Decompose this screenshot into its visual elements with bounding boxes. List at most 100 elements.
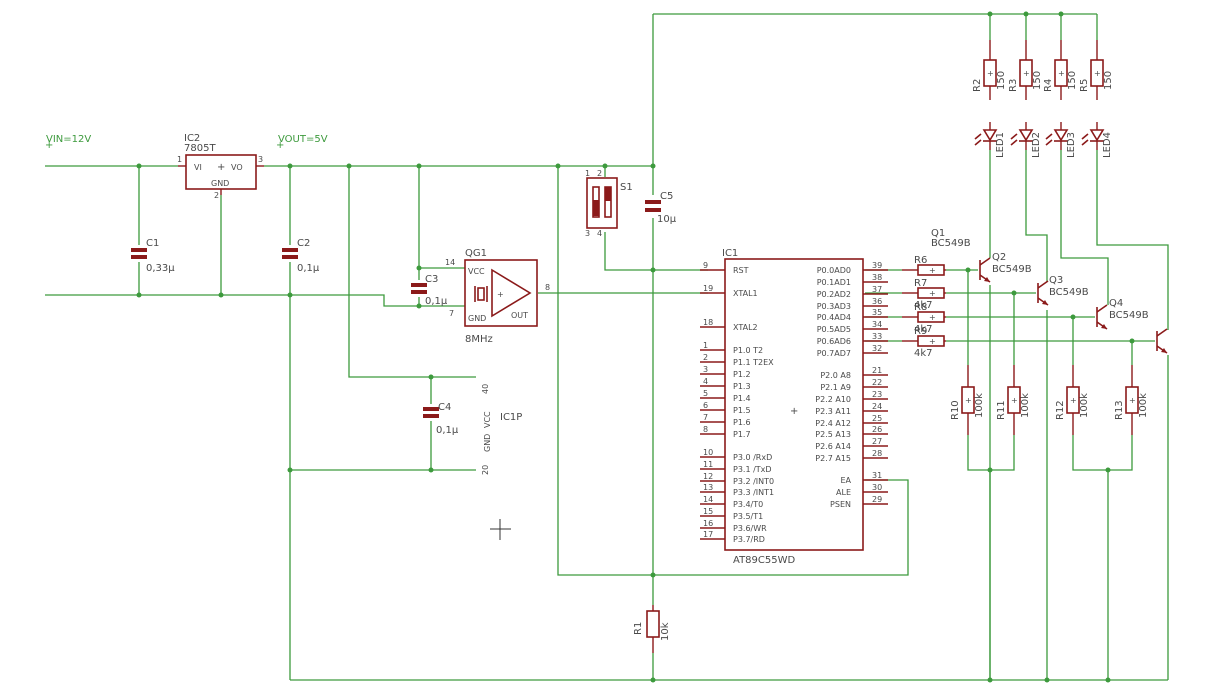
- ic1-pin-num: 24: [872, 402, 882, 411]
- ic1-pin-num: 37: [872, 285, 882, 294]
- resistor-name: R12: [1055, 400, 1066, 420]
- ic1-pin-label: ALE: [836, 488, 851, 497]
- resistor-value: 100k: [974, 393, 985, 418]
- svg-text:OUT: OUT: [511, 311, 528, 320]
- ic1-pin-label: P1.2: [733, 370, 751, 379]
- ic2-pin3: 3: [258, 155, 263, 164]
- ic1-pin-num: 19: [703, 284, 713, 293]
- resistor-name: R7: [914, 278, 927, 289]
- ic1-pin-num: 12: [703, 472, 713, 481]
- svg-text:8: 8: [545, 283, 550, 292]
- ic1-power-pins: 40 20 VCC GND IC1P: [481, 384, 522, 475]
- ic1-pin-label: P0.5AD5: [817, 325, 851, 334]
- ic1-pin-label: P2.2 A10: [815, 395, 851, 404]
- ic1-pin-num: 10: [703, 448, 713, 457]
- ic1-pin-label: RST: [733, 266, 749, 275]
- ic1-pin-label: P2.3 A11: [815, 407, 851, 416]
- ic1-pin-label: XTAL1: [733, 289, 758, 298]
- ic1-pin-num: 4: [703, 377, 708, 386]
- ic1-pin-label: P2.0 A8: [820, 371, 851, 380]
- ic1-pin-num: 33: [872, 332, 882, 341]
- ic1-pin-num: 36: [872, 297, 882, 306]
- junctions: [136, 11, 1135, 683]
- svg-text:C1: C1: [146, 238, 159, 249]
- svg-text:VCC: VCC: [483, 411, 492, 428]
- resistor-name: R8: [914, 302, 927, 313]
- oscillator-qg1: VCC GND OUT 14 7 8 QG1 8MHz +: [445, 248, 550, 345]
- svg-text:8MHz: 8MHz: [465, 334, 493, 345]
- ic1-pin-num: 25: [872, 414, 882, 423]
- ic1-pin-num: 1: [703, 341, 708, 350]
- svg-text:+: +: [1094, 69, 1101, 78]
- svg-text:+: +: [929, 313, 936, 322]
- ic2-vo: VO: [231, 163, 243, 172]
- ic2-pin2: 2: [214, 191, 219, 200]
- ic2-name: IC2: [184, 133, 200, 144]
- resistor-name: R3: [1008, 79, 1019, 92]
- svg-text:+: +: [45, 140, 53, 151]
- ic1-pin-label: P3.5/T1: [733, 512, 763, 521]
- svg-text:IC1P: IC1P: [500, 412, 522, 423]
- svg-text:AT89C55WD: AT89C55WD: [733, 555, 795, 566]
- ic1-pin-label: P1.6: [733, 418, 751, 427]
- svg-text:+: +: [217, 162, 225, 173]
- ic1-pin-num: 35: [872, 308, 882, 317]
- led-name: LED2: [1031, 132, 1042, 158]
- ic1-pin-num: 15: [703, 507, 713, 516]
- ic1-pin-num: 16: [703, 519, 713, 528]
- ic1-pin-label: PSEN: [830, 500, 851, 509]
- svg-text:+: +: [1058, 69, 1065, 78]
- svg-text:7: 7: [449, 309, 454, 318]
- ic1-pin-label: P0.1AD1: [817, 278, 851, 287]
- ic1-pin-label: P1.1 T2EX: [733, 358, 774, 367]
- ic1-pin-num: 2: [703, 353, 708, 362]
- capacitor-c2: C2 0,1µ: [282, 238, 320, 274]
- ic1-pin-label: XTAL2: [733, 323, 758, 332]
- resistor-value: 100k: [1138, 393, 1149, 418]
- transistor-value: BC549B: [931, 238, 971, 249]
- capacitor-c1: C1 0,33µ: [131, 238, 175, 274]
- ic1-pin-label: P3.4/T0: [733, 500, 763, 509]
- ic1-pin-num: 18: [703, 318, 713, 327]
- ic1-pin-label: EA: [840, 476, 851, 485]
- svg-text:S1: S1: [620, 182, 633, 193]
- svg-text:0,1µ: 0,1µ: [297, 263, 320, 274]
- ic1-pin-num: 8: [703, 425, 708, 434]
- led-icon: [1089, 129, 1105, 142]
- dip-switch-s1: S1 1 2 3 4: [585, 169, 633, 238]
- wires: [45, 13, 1169, 681]
- ic1-pin-label: P1.7: [733, 430, 751, 439]
- ic1-pin-num: 22: [872, 378, 882, 387]
- svg-text:1: 1: [585, 169, 590, 178]
- resistor-name: R6: [914, 255, 927, 266]
- svg-text:10µ: 10µ: [657, 214, 677, 225]
- ic1-pin-num: 29: [872, 495, 882, 504]
- led-name: LED1: [995, 132, 1006, 158]
- ic1-pin-num: 9: [703, 261, 708, 270]
- ic1-pin-label: P3.3 /INT1: [733, 488, 774, 497]
- resistor-name: R10: [950, 400, 961, 420]
- resistor-value: 4k7: [914, 300, 933, 311]
- ic1-pin-num: 17: [703, 530, 713, 539]
- svg-text:GND: GND: [468, 314, 486, 323]
- svg-text:+: +: [987, 69, 994, 78]
- ic1-pin-num: 13: [703, 483, 713, 492]
- microcontroller-ic1: IC1 AT89C55WD + 9RST19XTAL118XTAL21P1.0 …: [700, 248, 888, 566]
- transistor-name: Q4: [1109, 298, 1123, 309]
- ic1-pin-num: 31: [872, 471, 882, 480]
- svg-text:40: 40: [481, 384, 490, 394]
- svg-text:2: 2: [597, 169, 602, 178]
- svg-text:+: +: [1070, 396, 1077, 405]
- svg-text:+: +: [929, 337, 936, 346]
- ic1-pin-label: P3.2 /INT0: [733, 477, 774, 486]
- ic1-pin-num: 11: [703, 460, 713, 469]
- svg-text:3: 3: [585, 229, 590, 238]
- capacitor-c4: C4 0,1µ: [423, 402, 459, 436]
- svg-text:+: +: [790, 406, 798, 417]
